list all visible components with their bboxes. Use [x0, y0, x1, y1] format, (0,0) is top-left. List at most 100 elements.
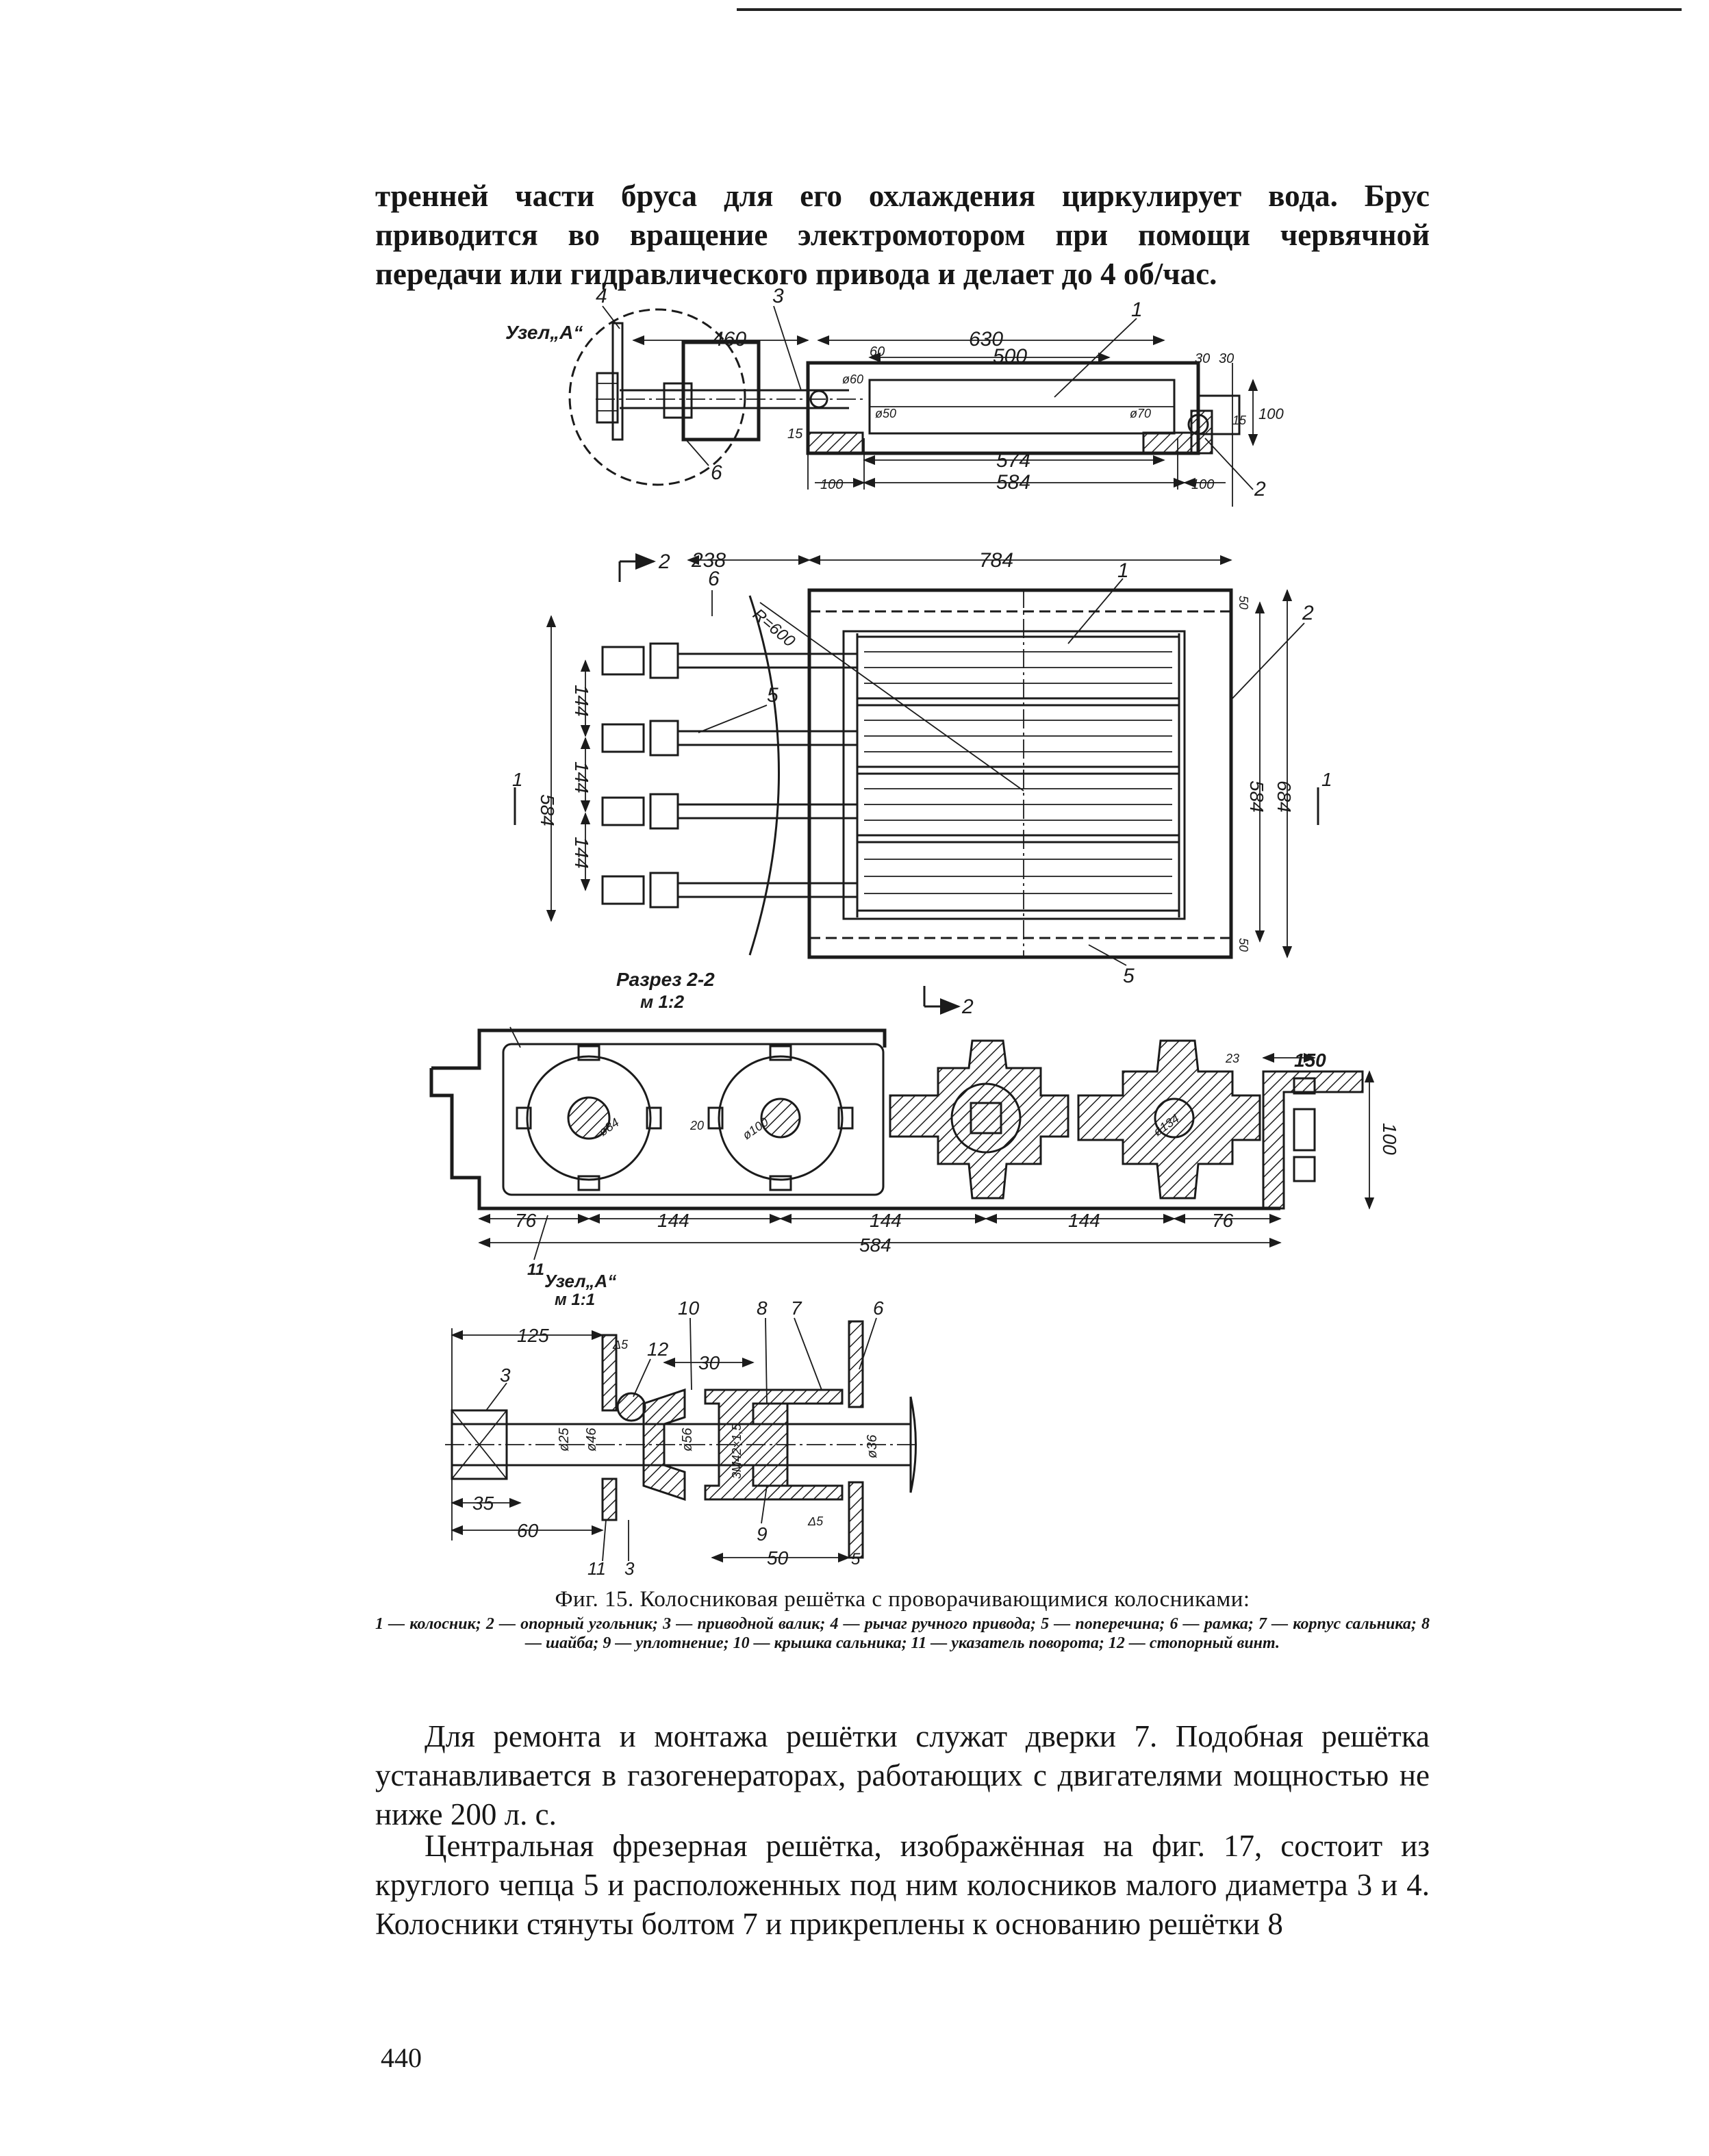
- callout-2: 2: [1254, 478, 1266, 500]
- node-dim-weld-top: Δ5: [612, 1338, 629, 1352]
- dim-630: 630: [969, 328, 1003, 351]
- paragraph-bottom-2: Центральная фрезерная решётка, изображён…: [375, 1829, 1430, 1941]
- paragraph-bottom-1: Для ремонта и монтажа решётки служат две…: [375, 1719, 1430, 1831]
- sec-dim-144c: 144: [1068, 1210, 1100, 1231]
- node-dim-35: 35: [472, 1493, 494, 1514]
- arc-r600: [748, 595, 780, 956]
- dim-584-right: 584: [1246, 781, 1267, 813]
- page-number: 440: [381, 2042, 422, 2073]
- node-dim-50: 50: [767, 1547, 789, 1569]
- node-callout-7: 7: [791, 1297, 802, 1319]
- callout-6: 6: [711, 461, 722, 484]
- node-a-circle: [568, 308, 746, 486]
- caption-legend: 1 — колосник; 2 — опорный угольник; 3 — …: [375, 1615, 1430, 1652]
- plan-callout-5b: 5: [1123, 965, 1135, 987]
- section-mark-1-left: 1: [512, 769, 523, 790]
- sec-dim-144a: 144: [657, 1210, 689, 1231]
- dim-d50: ø50: [875, 407, 896, 420]
- paragraph-top: тренней части бруса для его охлаждения ц…: [375, 179, 1430, 291]
- node-callout-9: 9: [757, 1523, 768, 1545]
- callout-3: 3: [772, 285, 784, 307]
- plan-view: 238 784 R=600 584 584 684 144 144 144 50…: [512, 549, 1332, 1018]
- node-dim-d46: ø46: [584, 1428, 599, 1451]
- drive-shafts: [601, 642, 857, 909]
- dim-100-right: 100: [1191, 477, 1214, 492]
- dim-144b: 144: [571, 761, 592, 794]
- node-callout-3: 3: [500, 1365, 511, 1386]
- dim-238: 238: [691, 549, 726, 572]
- dim-500: 500: [993, 345, 1027, 368]
- header-rule: [737, 8, 1682, 11]
- node-dim-d25: ø25: [557, 1428, 572, 1451]
- dim-574: 574: [996, 449, 1030, 472]
- plan-callout-2: 2: [1302, 602, 1314, 624]
- sec-dim-100: 100: [1379, 1123, 1400, 1155]
- dim-100-vert: 100: [1258, 405, 1284, 422]
- grate-bars: [856, 635, 1180, 912]
- plan-callout-5: 5: [767, 684, 778, 707]
- section-mark-2-bottom: 2: [961, 995, 974, 1018]
- caption-title: Фиг. 15. Колосниковая решётка с проворач…: [555, 1587, 1250, 1612]
- section-scale: м 1:2: [640, 991, 685, 1012]
- node-dim-30: 30: [698, 1352, 720, 1373]
- dim-144a: 144: [571, 685, 592, 717]
- node-dim-d36: ø36: [865, 1434, 880, 1458]
- node-dim-5: 5: [851, 1550, 861, 1569]
- dim-30b: 30: [1219, 351, 1234, 366]
- sec-dim-23: 23: [1225, 1052, 1239, 1065]
- node-a-scale: м 1:1: [555, 1291, 595, 1309]
- dim-d70: ø70: [1130, 407, 1151, 420]
- dim-50-bottom: 50: [1237, 938, 1250, 952]
- section-mark-2-top: 2: [658, 550, 670, 573]
- node-callout-10: 10: [678, 1297, 700, 1319]
- dim-584: 584: [996, 471, 1030, 494]
- section-title: Разрез 2-2: [616, 969, 715, 990]
- node-dim-125: 125: [517, 1325, 549, 1346]
- node-a-title: Узел„А“: [544, 1271, 616, 1291]
- star-bar-4: [1077, 1039, 1261, 1200]
- node-dim-weld-bottom: Δ5: [807, 1514, 824, 1528]
- lever: [611, 322, 624, 441]
- node-callout-12: 12: [647, 1339, 669, 1360]
- callout-1: 1: [1131, 299, 1143, 321]
- dim-30a: 30: [1195, 351, 1210, 366]
- sec-callout-11: 11: [527, 1260, 544, 1279]
- star-bar-1: [516, 1045, 662, 1191]
- star-bar-2: [707, 1045, 854, 1191]
- sec-dim-150: 150: [1294, 1050, 1326, 1071]
- dim-684: 684: [1274, 781, 1295, 813]
- section-2-2-view: Разрез 2-2 м 1:2: [429, 969, 1400, 1279]
- node-dim-d56: ø56: [680, 1428, 695, 1451]
- callout-4: 4: [596, 285, 607, 307]
- node-a-view: Узел„А“ м 1:1 125 30 35 60 50 5: [445, 1271, 917, 1579]
- sec-dim-20: 20: [689, 1119, 704, 1132]
- node-dim-thread: 3М42×1,5: [730, 1423, 744, 1479]
- plan-callout-1: 1: [1117, 559, 1129, 582]
- section-mark-1-right: 1: [1321, 769, 1332, 790]
- node-callout-3b: 3: [624, 1558, 635, 1579]
- node-a-label: Узел„А“: [505, 322, 583, 343]
- dim-15: 15: [787, 427, 803, 442]
- node-callout-11: 11: [587, 1558, 606, 1579]
- sec-dim-584: 584: [859, 1234, 891, 1256]
- side-elevation-view: 4 3 1 6 2 Узел„А“ 460 630 500 574 584 10…: [505, 285, 1284, 507]
- node-callout-6: 6: [873, 1297, 884, 1319]
- star-bar-3: [889, 1039, 1069, 1200]
- figure-caption: Фиг. 15. Колосниковая решётка с проворач…: [375, 1587, 1430, 1653]
- dim-784: 784: [979, 549, 1013, 572]
- node-callout-8: 8: [757, 1297, 768, 1319]
- sec-dim-76-right: 76: [1212, 1210, 1234, 1231]
- node-dim-60: 60: [517, 1520, 539, 1541]
- dim-50-top: 50: [1237, 596, 1250, 609]
- plan-callout-6: 6: [708, 568, 720, 590]
- sec-dim-144b: 144: [870, 1210, 902, 1231]
- dim-60: 60: [870, 344, 885, 359]
- dim-584-left: 584: [537, 794, 558, 826]
- dim-100-left: 100: [820, 477, 843, 492]
- sec-dim-76-left: 76: [515, 1210, 537, 1231]
- dim-15b: 15: [1232, 414, 1247, 427]
- dim-144c: 144: [571, 837, 592, 869]
- dim-460: 460: [712, 328, 746, 351]
- dim-d60: ø60: [842, 372, 863, 386]
